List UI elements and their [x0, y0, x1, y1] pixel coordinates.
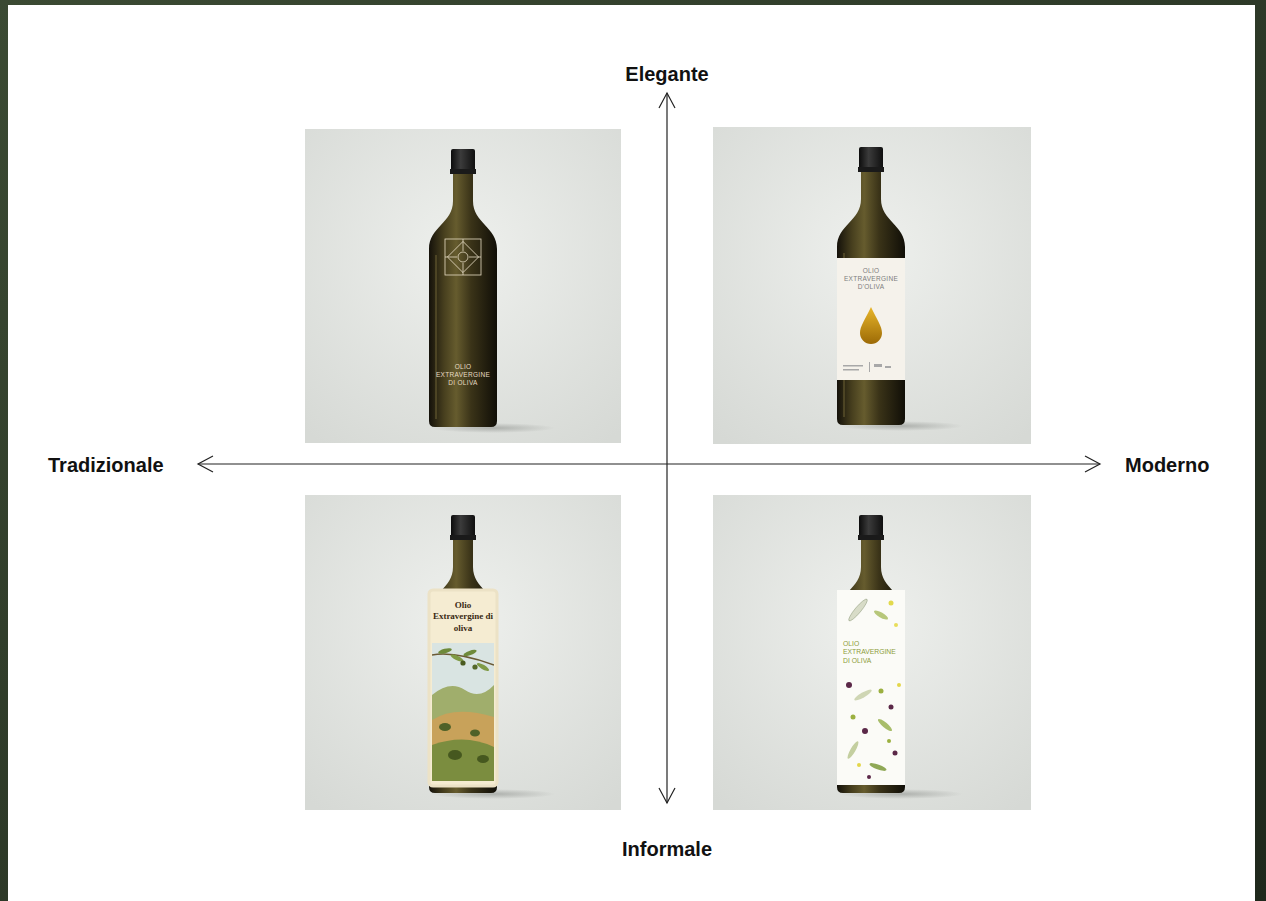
- bottle-label-text: OLIO EXTRAVERGINE DI OLIVA: [843, 640, 901, 665]
- bottle-picture: [713, 495, 1031, 810]
- arrow-head: [198, 456, 213, 472]
- axis-label-box: Elegante: [625, 62, 708, 86]
- arrow-head: [659, 788, 675, 803]
- vertical-axis: [666, 93, 667, 803]
- axis-label: Tradizionale: [48, 453, 164, 477]
- bottle-picture: [713, 127, 1031, 444]
- bottle-picture: [305, 129, 621, 443]
- arrow-head: [659, 93, 675, 108]
- axis-label-box: Informale: [622, 837, 712, 861]
- bottle-panel: OLIO EXTRAVERGINE DI OLIVA: [305, 129, 621, 443]
- bottle-label-text: Olio Extravergine di oliva: [432, 600, 494, 634]
- axis-label-box: Moderno: [1125, 453, 1209, 477]
- arrow-head: [1085, 456, 1100, 472]
- bottle-picture: [305, 495, 621, 810]
- axis-label-box: Tradizionale: [48, 453, 164, 477]
- axis-label: Elegante: [625, 62, 708, 86]
- bottle-label-text: OLIO EXTRAVERGINE DI OLIVA: [433, 363, 493, 387]
- white-sheet: [8, 5, 1255, 901]
- axis-label: Moderno: [1125, 453, 1209, 477]
- horizontal-axis: [198, 463, 1100, 464]
- bottle-panel: OLIO EXTRAVERGINE DI OLIVA: [713, 495, 1031, 810]
- bottle-panel: Olio Extravergine di oliva: [305, 495, 621, 810]
- bottle-label-text: OLIO EXTRAVERGINE D'OLIVA: [841, 267, 901, 291]
- bottle-panel: OLIO EXTRAVERGINE D'OLIVA: [713, 127, 1031, 444]
- axis-label: Informale: [622, 837, 712, 861]
